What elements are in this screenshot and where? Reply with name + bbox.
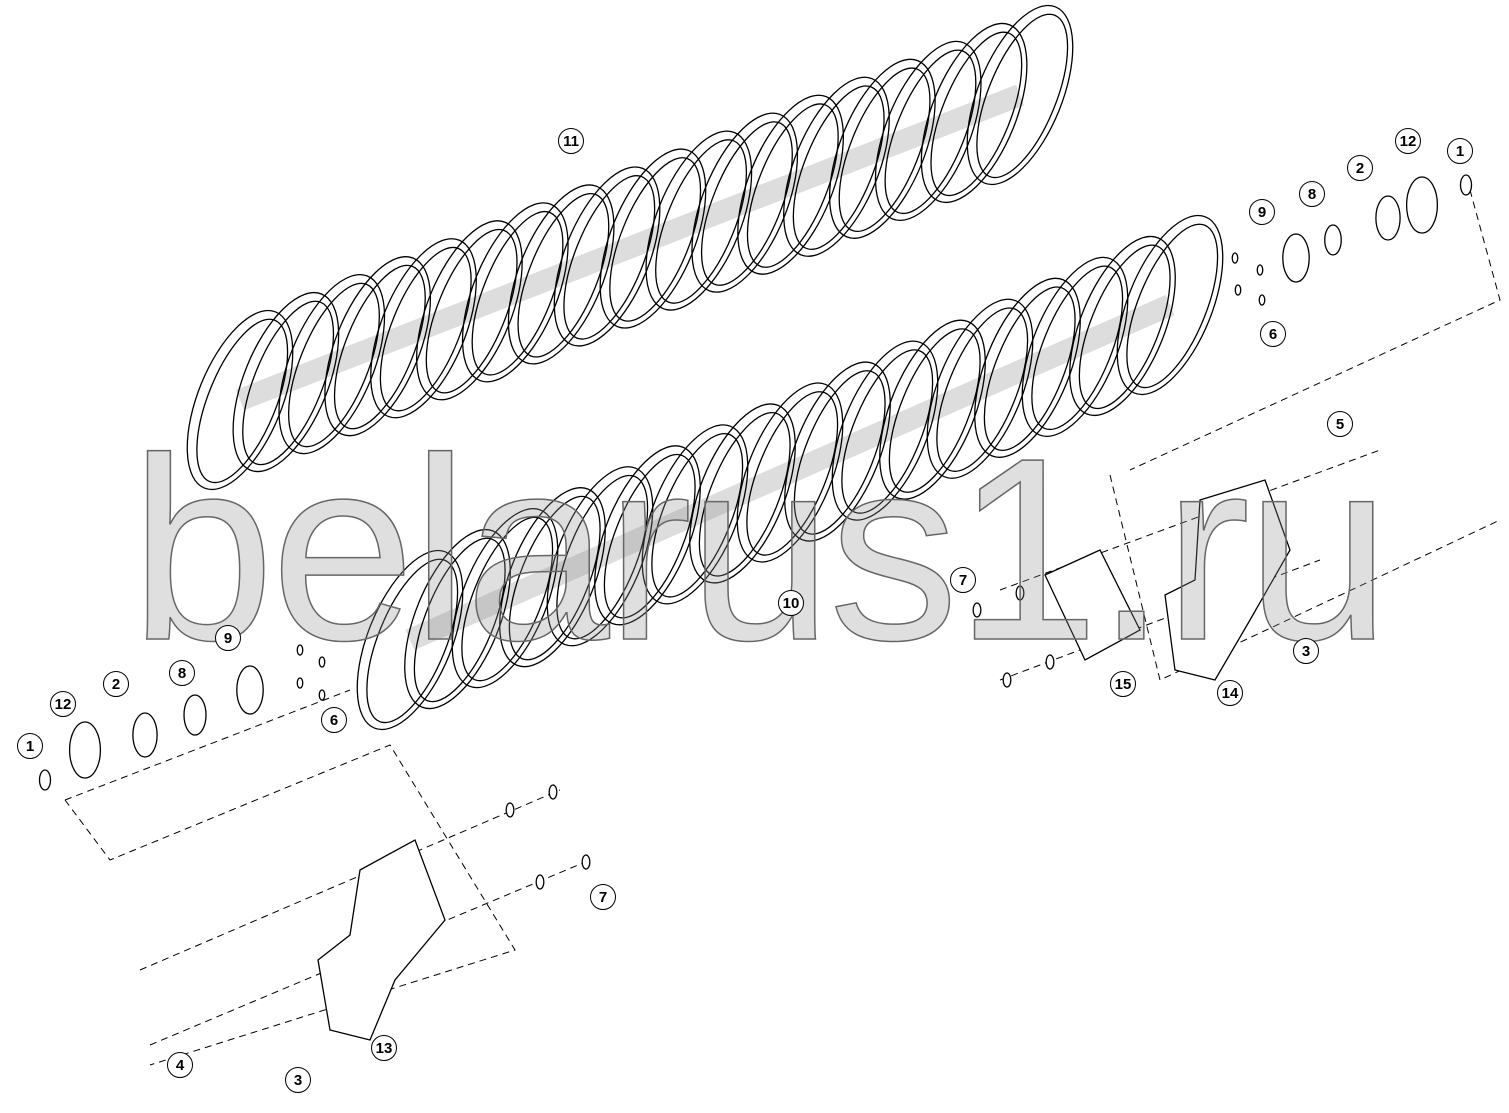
hardware-part [1231, 252, 1239, 264]
part-callout-7: 7 [590, 884, 616, 910]
part-callout-7: 7 [950, 567, 976, 593]
part-callout-9: 9 [1249, 199, 1275, 225]
hardware-part [296, 677, 304, 689]
part-callout-15: 15 [1110, 671, 1136, 697]
part-callout-12: 12 [1395, 128, 1421, 154]
hardware-part [1459, 174, 1473, 196]
hardware-part [1015, 585, 1025, 601]
part-callout-14: 14 [1217, 680, 1243, 706]
hardware-part [972, 602, 982, 618]
part-callout-8: 8 [169, 660, 195, 686]
hardware-part [548, 784, 558, 800]
part-callout-10: 10 [778, 590, 804, 616]
hardware-part [1258, 294, 1266, 306]
part-callout-11: 11 [558, 128, 584, 154]
part-callout-6: 6 [1260, 321, 1286, 347]
part-callout-13: 13 [371, 1035, 397, 1061]
part-callout-1: 1 [17, 733, 43, 759]
hardware-part [38, 769, 52, 791]
cover-plate-15 [1044, 549, 1141, 661]
hardware-part [1324, 224, 1342, 256]
part-callout-8: 8 [1299, 181, 1325, 207]
part-callout-2: 2 [1347, 155, 1373, 181]
hardware-part [1234, 284, 1242, 296]
part-callout-2: 2 [103, 671, 129, 697]
hardware-part [1002, 672, 1012, 688]
hardware-part [581, 854, 591, 870]
dashed-axis-lines [64, 189, 1501, 1066]
part-callout-1: 1 [1447, 138, 1473, 164]
hardware-part [318, 656, 326, 668]
hardware-part [132, 712, 158, 758]
hardware-part [535, 874, 545, 890]
hardware-part [68, 721, 102, 779]
hardware-part [183, 694, 207, 736]
hardware-part [318, 689, 326, 701]
auger-spring-10 [356, 214, 1224, 731]
part-callout-3: 3 [1293, 638, 1319, 664]
part-callout-5: 5 [1327, 411, 1353, 437]
hardware-part [1375, 195, 1401, 241]
hardware-part [1405, 176, 1439, 234]
hardware-part [1282, 233, 1310, 283]
mounting-plate-13 [317, 839, 446, 1041]
part-callout-3: 3 [285, 1067, 311, 1093]
auger-spring-11 [186, 4, 1074, 491]
hardware-part [1256, 264, 1264, 276]
hardware-part [1045, 654, 1055, 670]
part-callout-6: 6 [321, 707, 347, 733]
hardware-part [236, 665, 264, 715]
part-callout-9: 9 [215, 625, 241, 651]
hardware-part [505, 802, 515, 818]
hardware-part [296, 644, 304, 656]
mounting-plate-14 [1164, 479, 1291, 681]
part-callout-12: 12 [50, 691, 76, 717]
part-callout-4: 4 [167, 1052, 193, 1078]
